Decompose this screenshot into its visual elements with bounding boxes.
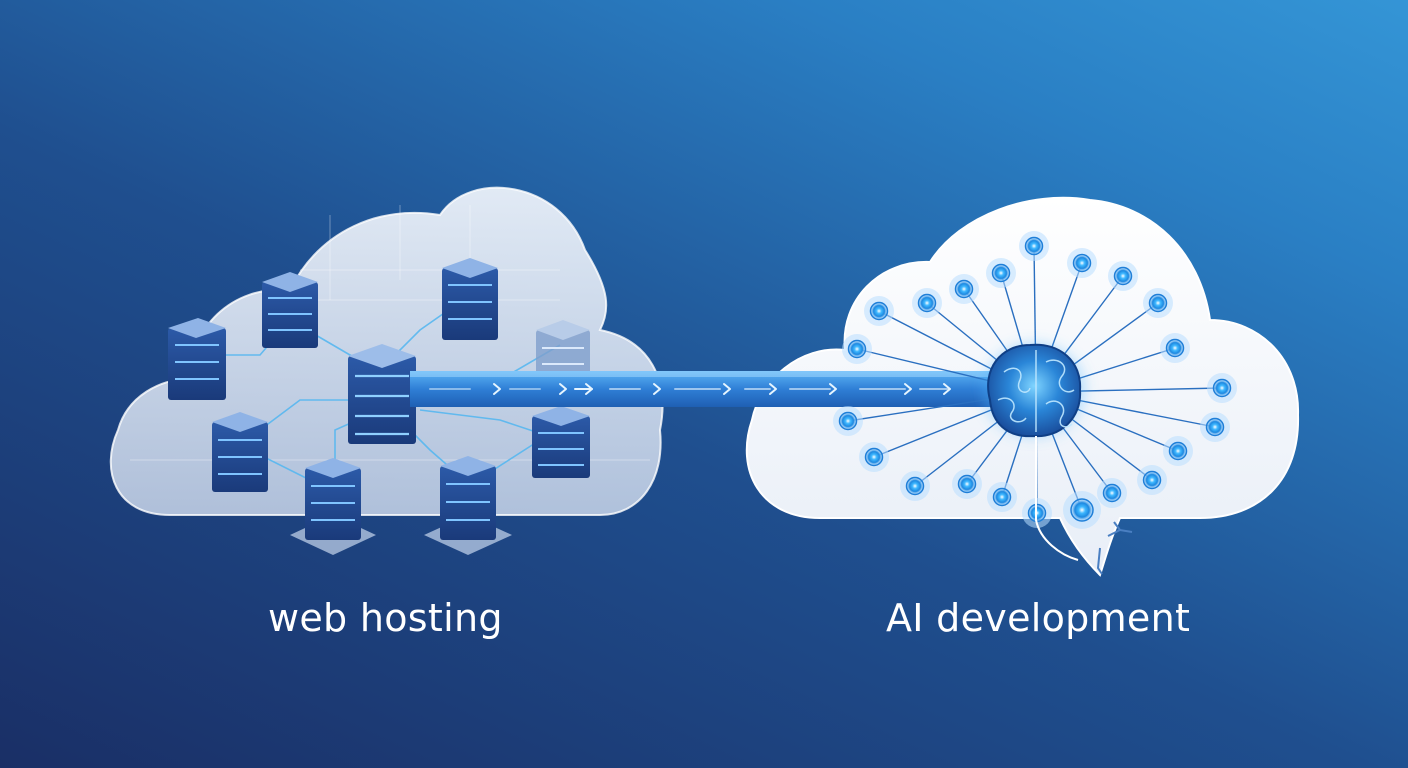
web-hosting-label: web hosting bbox=[268, 596, 503, 640]
neural-node bbox=[1165, 338, 1185, 358]
neural-node bbox=[869, 301, 889, 321]
neural-node bbox=[1148, 293, 1168, 313]
circuit-icon bbox=[1096, 521, 1133, 575]
neural-node bbox=[992, 487, 1012, 507]
server-rack-icon bbox=[348, 344, 416, 444]
neural-node bbox=[1212, 378, 1232, 398]
neural-node bbox=[1205, 417, 1225, 437]
server-rack-icon bbox=[262, 272, 318, 348]
brain-icon bbox=[982, 342, 1133, 575]
server-rack-icon bbox=[442, 258, 498, 340]
server-rack-icon bbox=[168, 318, 226, 400]
server-rack-icon bbox=[536, 320, 590, 380]
neural-node bbox=[957, 474, 977, 494]
server-rack-icon bbox=[290, 458, 376, 555]
neural-node bbox=[864, 447, 884, 467]
neural-node bbox=[1024, 236, 1044, 256]
data-flow-arrow bbox=[410, 371, 1030, 407]
neural-node bbox=[991, 263, 1011, 283]
neural-node bbox=[838, 411, 858, 431]
neural-node bbox=[905, 476, 925, 496]
neural-node bbox=[1168, 441, 1188, 461]
neural-node bbox=[954, 279, 974, 299]
server-rack-icon bbox=[424, 456, 512, 555]
neural-node bbox=[1102, 483, 1122, 503]
neural-node bbox=[1070, 498, 1094, 522]
neural-node bbox=[917, 293, 937, 313]
neural-node bbox=[1072, 253, 1092, 273]
neural-node bbox=[847, 339, 867, 359]
neural-node bbox=[1142, 470, 1162, 490]
ai-development-label: AI development bbox=[886, 596, 1191, 640]
server-rack-icon bbox=[532, 406, 590, 478]
neural-node bbox=[1113, 266, 1133, 286]
neural-network bbox=[833, 231, 1237, 529]
web-hosting-cloud bbox=[109, 186, 664, 555]
server-rack-icon bbox=[212, 412, 268, 492]
